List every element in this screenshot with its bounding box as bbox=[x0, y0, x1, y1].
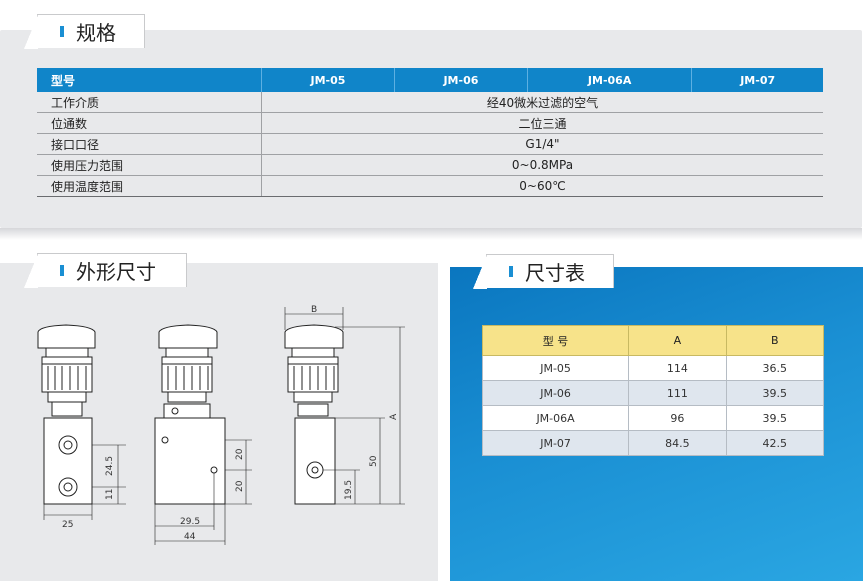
size-cell-model: JM-05 bbox=[481, 355, 630, 381]
dim-label-44: 44 bbox=[184, 532, 196, 542]
table-row: 位通数 二位三通 bbox=[37, 112, 823, 134]
spec-row-value: 二位三通 bbox=[261, 112, 823, 134]
spec-header-jm06a: JM-06A bbox=[526, 68, 692, 92]
spec-section-title: 规格 bbox=[76, 21, 116, 45]
size-header-b: B bbox=[725, 325, 825, 356]
size-cell-b: 36.5 bbox=[725, 355, 825, 381]
size-cell-a: 84.5 bbox=[628, 430, 727, 456]
spec-header-jm07: JM-07 bbox=[691, 68, 823, 92]
table-row: 使用温度范围 0~60℃ bbox=[37, 175, 823, 197]
size-table-section-tab: 尺寸表 bbox=[473, 254, 614, 289]
size-header-model: 型 号 bbox=[481, 325, 630, 356]
spec-table: 型号 JM-05 JM-06 JM-06A JM-07 工作介质 经40微米过滤… bbox=[37, 68, 823, 197]
spec-header-model: 型号 bbox=[37, 68, 262, 92]
spec-row-label: 工作介质 bbox=[37, 92, 262, 113]
dimension-drawing: 25 24.5 11 29.5 44 20 20 B A 50 19.5 bbox=[37, 305, 405, 545]
spec-row-label: 接口口径 bbox=[37, 133, 262, 155]
size-table: 型 号 A B JM-05 114 36.5 JM-06 111 39.5 JM… bbox=[481, 325, 825, 456]
table-row: JM-07 84.5 42.5 bbox=[481, 430, 825, 456]
dim-label-24-5: 24.5 bbox=[105, 456, 115, 476]
spec-row-label: 使用温度范围 bbox=[37, 175, 262, 197]
table-row: JM-06 111 39.5 bbox=[481, 380, 825, 406]
size-cell-a: 96 bbox=[628, 405, 727, 431]
size-cell-a: 114 bbox=[628, 355, 727, 381]
dim-label-29-5: 29.5 bbox=[180, 517, 200, 527]
dimensions-section-tab: 外形尺寸 bbox=[24, 253, 187, 288]
table-row: 接口口径 G1/4" bbox=[37, 133, 823, 155]
spec-table-header: 型号 JM-05 JM-06 JM-06A JM-07 bbox=[37, 68, 823, 92]
size-table-header: 型 号 A B bbox=[481, 325, 825, 356]
size-cell-a: 111 bbox=[628, 380, 727, 406]
size-header-a: A bbox=[628, 325, 727, 356]
table-row: 使用压力范围 0~0.8MPa bbox=[37, 154, 823, 176]
dimensions-section-title: 外形尺寸 bbox=[76, 260, 156, 284]
size-cell-model: JM-07 bbox=[481, 430, 630, 456]
dim-label-50: 50 bbox=[369, 455, 379, 467]
size-cell-model: JM-06 bbox=[481, 380, 630, 406]
dim-label-19-5: 19.5 bbox=[344, 480, 354, 500]
table-row: JM-05 114 36.5 bbox=[481, 355, 825, 381]
size-cell-b: 39.5 bbox=[725, 380, 825, 406]
dim-label-a: A bbox=[389, 413, 399, 420]
tab-marker-icon bbox=[60, 26, 64, 37]
spec-row-value: 0~60℃ bbox=[261, 175, 823, 197]
tab-marker-icon bbox=[509, 266, 513, 277]
size-cell-b: 39.5 bbox=[725, 405, 825, 431]
dim-label-20-lower: 20 bbox=[235, 480, 245, 492]
dim-label-b: B bbox=[311, 305, 317, 315]
dim-label-25: 25 bbox=[62, 520, 73, 530]
tab-marker-icon bbox=[60, 265, 64, 276]
size-table-section-title: 尺寸表 bbox=[525, 261, 585, 285]
spec-row-value: 经40微米过滤的空气 bbox=[261, 92, 823, 113]
table-row: JM-06A 96 39.5 bbox=[481, 405, 825, 431]
spec-row-value: 0~0.8MPa bbox=[261, 154, 823, 176]
dim-label-20-upper: 20 bbox=[235, 448, 245, 460]
size-cell-b: 42.5 bbox=[725, 430, 825, 456]
spec-row-label: 使用压力范围 bbox=[37, 154, 262, 176]
spec-row-value: G1/4" bbox=[261, 133, 823, 155]
spec-header-jm06: JM-06 bbox=[393, 68, 528, 92]
spec-row-label: 位通数 bbox=[37, 112, 262, 134]
spec-header-jm05: JM-05 bbox=[261, 68, 395, 92]
dim-label-11: 11 bbox=[105, 489, 115, 500]
spec-section-tab: 规格 bbox=[24, 14, 145, 49]
size-cell-model: JM-06A bbox=[481, 405, 630, 431]
table-row: 工作介质 经40微米过滤的空气 bbox=[37, 92, 823, 113]
